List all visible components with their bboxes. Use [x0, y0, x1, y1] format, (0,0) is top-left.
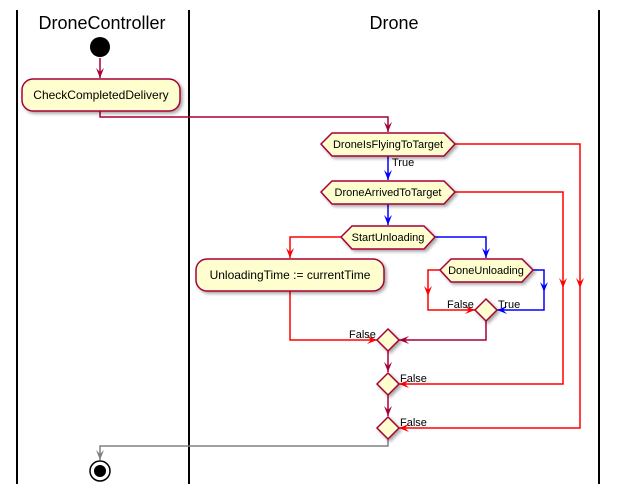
flow-start-true-branch: [435, 236, 487, 258]
merge-drone-flying: [375, 415, 401, 441]
flow-loop-to-merge: [399, 320, 487, 341]
arrowhead: [384, 122, 392, 132]
edge-label-flying-true: True: [392, 157, 414, 169]
arrowhead: [367, 336, 377, 344]
arrowhead: [384, 362, 392, 372]
decision-drone-is-flying-to-target: [319, 132, 457, 157]
action-unloading-time-label: UnloadingTime := currentTime: [210, 268, 371, 282]
decision-done-unloading-label: DoneUnloading: [448, 265, 524, 277]
decision-start-unloading-label: StartUnloading: [352, 232, 425, 244]
action-unloading-time: [195, 258, 385, 292]
arrowhead: [559, 278, 567, 288]
arrowhead: [399, 336, 409, 344]
decision-drone-is-flying-to-target-label: DroneIsFlyingToTarget: [333, 139, 443, 151]
lane-title-drone: Drone: [369, 13, 418, 33]
flow-check-to-flying: [99, 111, 389, 132]
edge-label-done-true: True: [498, 299, 520, 311]
arrowhead: [482, 248, 490, 258]
flow-arrived-false: [399, 191, 564, 385]
arrowhead: [384, 406, 392, 416]
arrowhead: [384, 215, 392, 225]
merge-start-unloading: [375, 327, 401, 353]
decision-done-unloading: [438, 258, 535, 283]
merge-done-unloading: [473, 297, 499, 323]
decision-drone-arrived-to-target: [319, 180, 457, 205]
end-node: [89, 460, 111, 482]
arrowhead: [465, 306, 475, 314]
arrowhead: [497, 306, 507, 314]
arrowhead: [384, 170, 392, 180]
decision-start-unloading: [339, 225, 437, 250]
arrowhead: [96, 68, 104, 78]
merge-drone-arrived: [375, 371, 401, 397]
edge-label-done-false: False: [447, 299, 474, 311]
flow-merge3-to-end: [99, 439, 389, 460]
edge-label-arrived-false: False: [400, 373, 427, 385]
arrowhead: [399, 380, 409, 388]
edge-label-flying-false: False: [400, 417, 427, 429]
flow-unloading-to-merge: [289, 291, 377, 341]
edge-label-start-false: False: [349, 329, 376, 341]
lane-title-dronecontroller: DroneController: [38, 13, 165, 33]
arrowhead: [424, 286, 432, 296]
arrowhead: [540, 282, 548, 292]
arrowhead: [286, 248, 294, 258]
arrowhead: [399, 424, 409, 432]
arrowhead: [576, 278, 584, 288]
arrowhead: [96, 450, 104, 460]
decision-drone-arrived-to-target-label: DroneArrivedToTarget: [335, 187, 442, 199]
action-check-completed-delivery-label: CheckCompletedDelivery: [33, 88, 168, 102]
flow-start-false-branch: [289, 236, 341, 258]
action-check-completed-delivery: [21, 78, 181, 112]
start-node: [90, 37, 110, 57]
